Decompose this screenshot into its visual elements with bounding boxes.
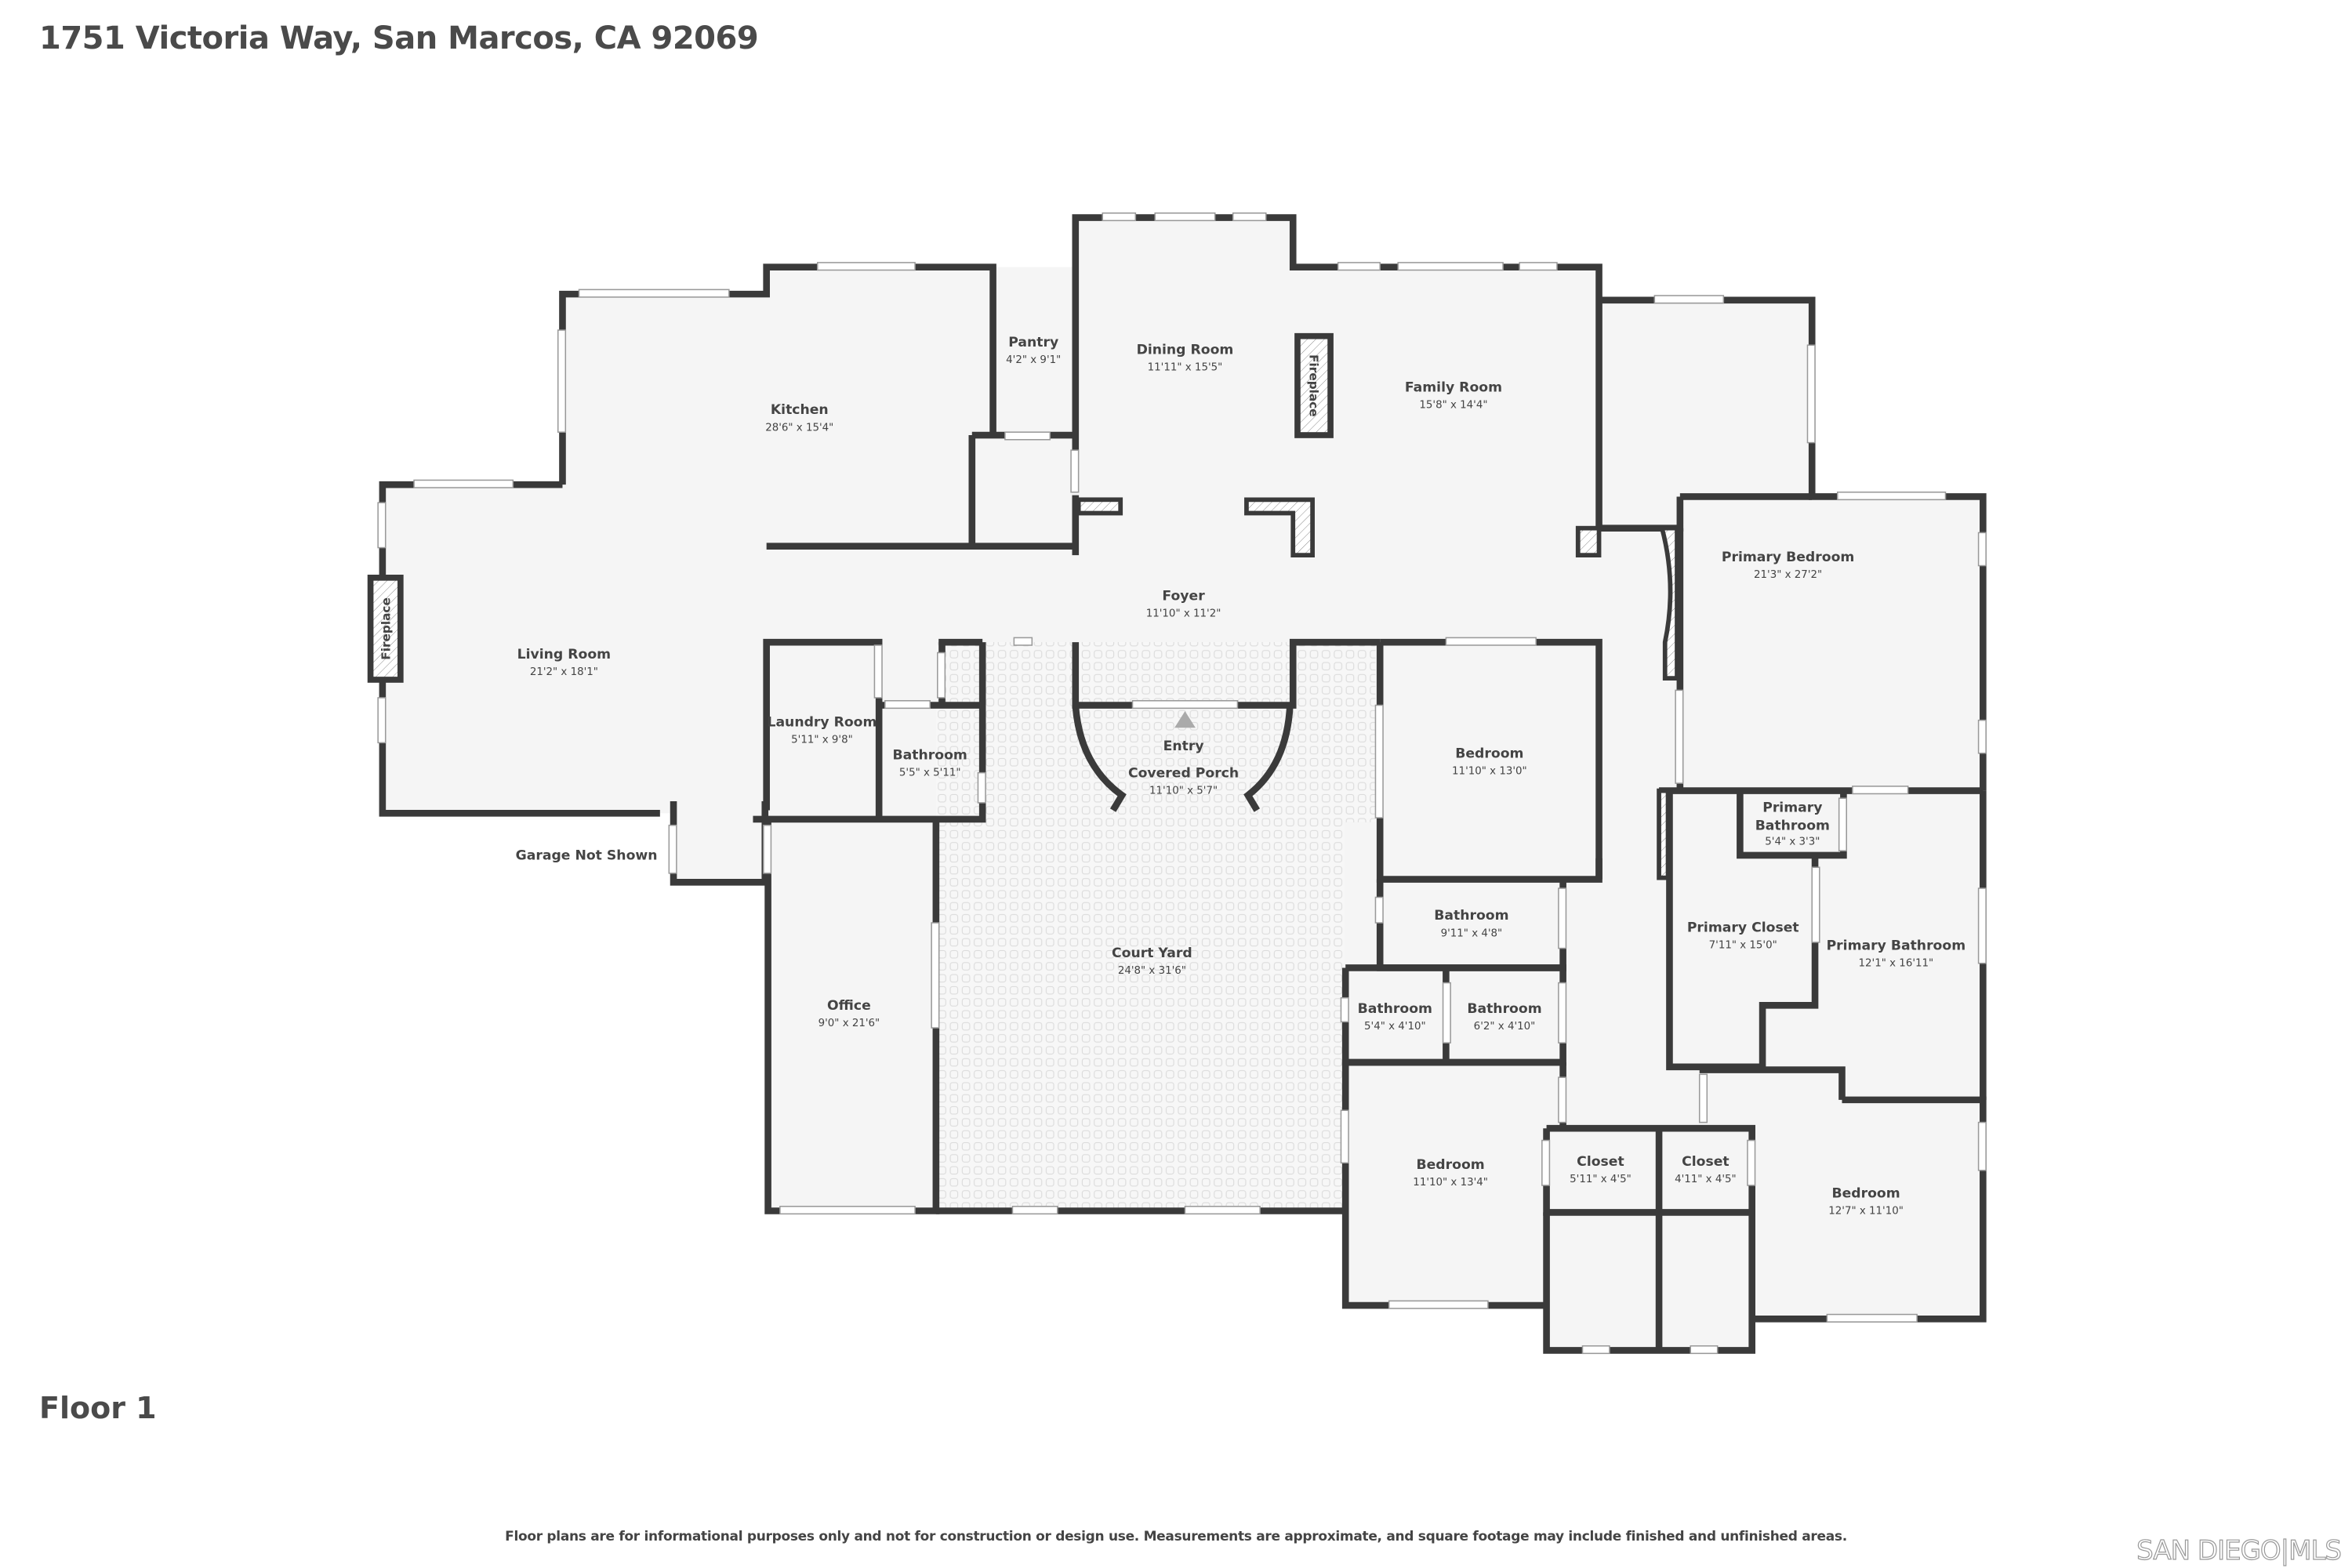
room-living-name: Living Room: [517, 647, 611, 662]
room-primary-closet-name: Primary Closet: [1687, 920, 1799, 936]
room-bedroom-2-name: Bedroom: [1417, 1157, 1485, 1173]
room-primary-bath-small-name-2: Bathroom: [1755, 818, 1830, 833]
primary-arch: [1659, 525, 1679, 681]
room-office-name: Office: [827, 998, 871, 1014]
room-family-name: Family Room: [1405, 380, 1502, 396]
room-courtyard-dims: 24'8" x 31'6": [1118, 965, 1186, 977]
room-primary-closet-dims: 7'11" x 15'0": [1709, 940, 1777, 952]
room-pantry-dims: 4'2" x 9'1": [1006, 354, 1061, 366]
room-bedroom-2-dims: 11'10" x 13'4": [1413, 1177, 1488, 1189]
room-bathroom-3-dims: 5'4" x 4'10": [1364, 1021, 1426, 1033]
room-bathroom-2-name: Bathroom: [1434, 908, 1508, 924]
room-primary-bath-name: Primary Bathroom: [1827, 938, 1966, 953]
room-bedroom-3-name: Bedroom: [1831, 1185, 1900, 1201]
room-bathroom-1-name: Bathroom: [893, 747, 967, 763]
san-diego-mls-logo: SAN DIEGO|MLS: [2136, 1534, 2343, 1566]
entry-curved-walls: [1072, 705, 1294, 812]
room-foyer-dims: 11'10" x 11'2": [1146, 608, 1221, 620]
room-primary-bedroom-name: Primary Bedroom: [1722, 550, 1854, 565]
room-bathroom-3-name: Bathroom: [1358, 1001, 1432, 1017]
room-closet-2-name: Closet: [1682, 1154, 1730, 1170]
room-bedroom-1-dims: 11'10" x 13'0": [1452, 766, 1527, 778]
floor-label: Floor 1: [39, 1391, 157, 1425]
room-primary-bath-small-name-1: Primary: [1762, 800, 1822, 815]
room-bathroom-2-dims: 9'11" x 4'8": [1441, 927, 1503, 939]
primary-closet-shelf: [1657, 788, 1671, 880]
room-labels: Kitchen 28'6" x 15'4" Pantry 4'2" x 9'1"…: [379, 335, 1965, 1217]
garage-not-shown-label: Garage Not Shown: [516, 848, 658, 864]
fireplace-living-label: Fireplace: [379, 597, 393, 660]
windows: [377, 212, 1987, 1355]
room-closet-2-dims: 4'11" x 4'5": [1675, 1174, 1737, 1185]
room-closet-1-dims: 5'11" x 4'5": [1570, 1174, 1632, 1185]
room-foyer-name: Foyer: [1162, 589, 1205, 604]
entry-arrow-icon: [1174, 711, 1196, 728]
room-bedroom-3-dims: 12'7" x 11'10": [1828, 1205, 1904, 1217]
room-kitchen-name: Kitchen: [771, 402, 829, 418]
room-office-dims: 9'0" x 21'6": [818, 1018, 880, 1029]
garage-area: [382, 818, 671, 886]
column-right: [1244, 497, 1315, 558]
room-primary-bath-small-dims: 5'4" x 3'3": [1765, 837, 1820, 848]
room-primary-bedroom-dims: 21'3" x 27'2": [1754, 569, 1822, 581]
disclaimer-text: Floor plans are for informational purpos…: [505, 1529, 1847, 1544]
fireplace-dining-label: Fireplace: [1306, 354, 1320, 417]
room-bathroom-1-dims: 5'5" x 5'11": [899, 767, 961, 779]
room-bedroom-1-name: Bedroom: [1455, 746, 1523, 762]
room-living-dims: 21'2" x 18'1": [530, 666, 598, 678]
column-family: [1575, 525, 1602, 558]
room-bathroom-4-dims: 6'2" x 4'10": [1474, 1021, 1536, 1033]
room-laundry-dims: 5'11" x 9'8": [791, 734, 853, 746]
fireplace-dining: [1294, 332, 1334, 438]
entry-label: Entry: [1163, 739, 1204, 754]
porch-area: [982, 642, 1376, 822]
room-dining-name: Dining Room: [1137, 343, 1234, 358]
room-pantry-name: Pantry: [1008, 335, 1058, 350]
room-closet-1-name: Closet: [1577, 1154, 1624, 1170]
room-primary-bath-dims: 12'1" x 16'11": [1859, 958, 1934, 970]
fireplace-living: [367, 575, 404, 683]
room-bathroom-4-name: Bathroom: [1467, 1001, 1541, 1017]
room-porch-dims: 11'10" x 5'7": [1149, 785, 1218, 797]
room-kitchen-dims: 28'6" x 15'4": [765, 422, 833, 434]
room-dining-dims: 11'11" x 15'5": [1148, 362, 1223, 374]
room-porch-name: Covered Porch: [1128, 765, 1239, 781]
room-laundry-name: Laundry Room: [767, 714, 877, 730]
room-courtyard-name: Court Yard: [1112, 946, 1192, 961]
room-family-dims: 15'8" x 14'4": [1419, 400, 1487, 412]
column-left: [1076, 497, 1123, 516]
property-address: 1751 Victoria Way, San Marcos, CA 92069: [39, 20, 759, 56]
